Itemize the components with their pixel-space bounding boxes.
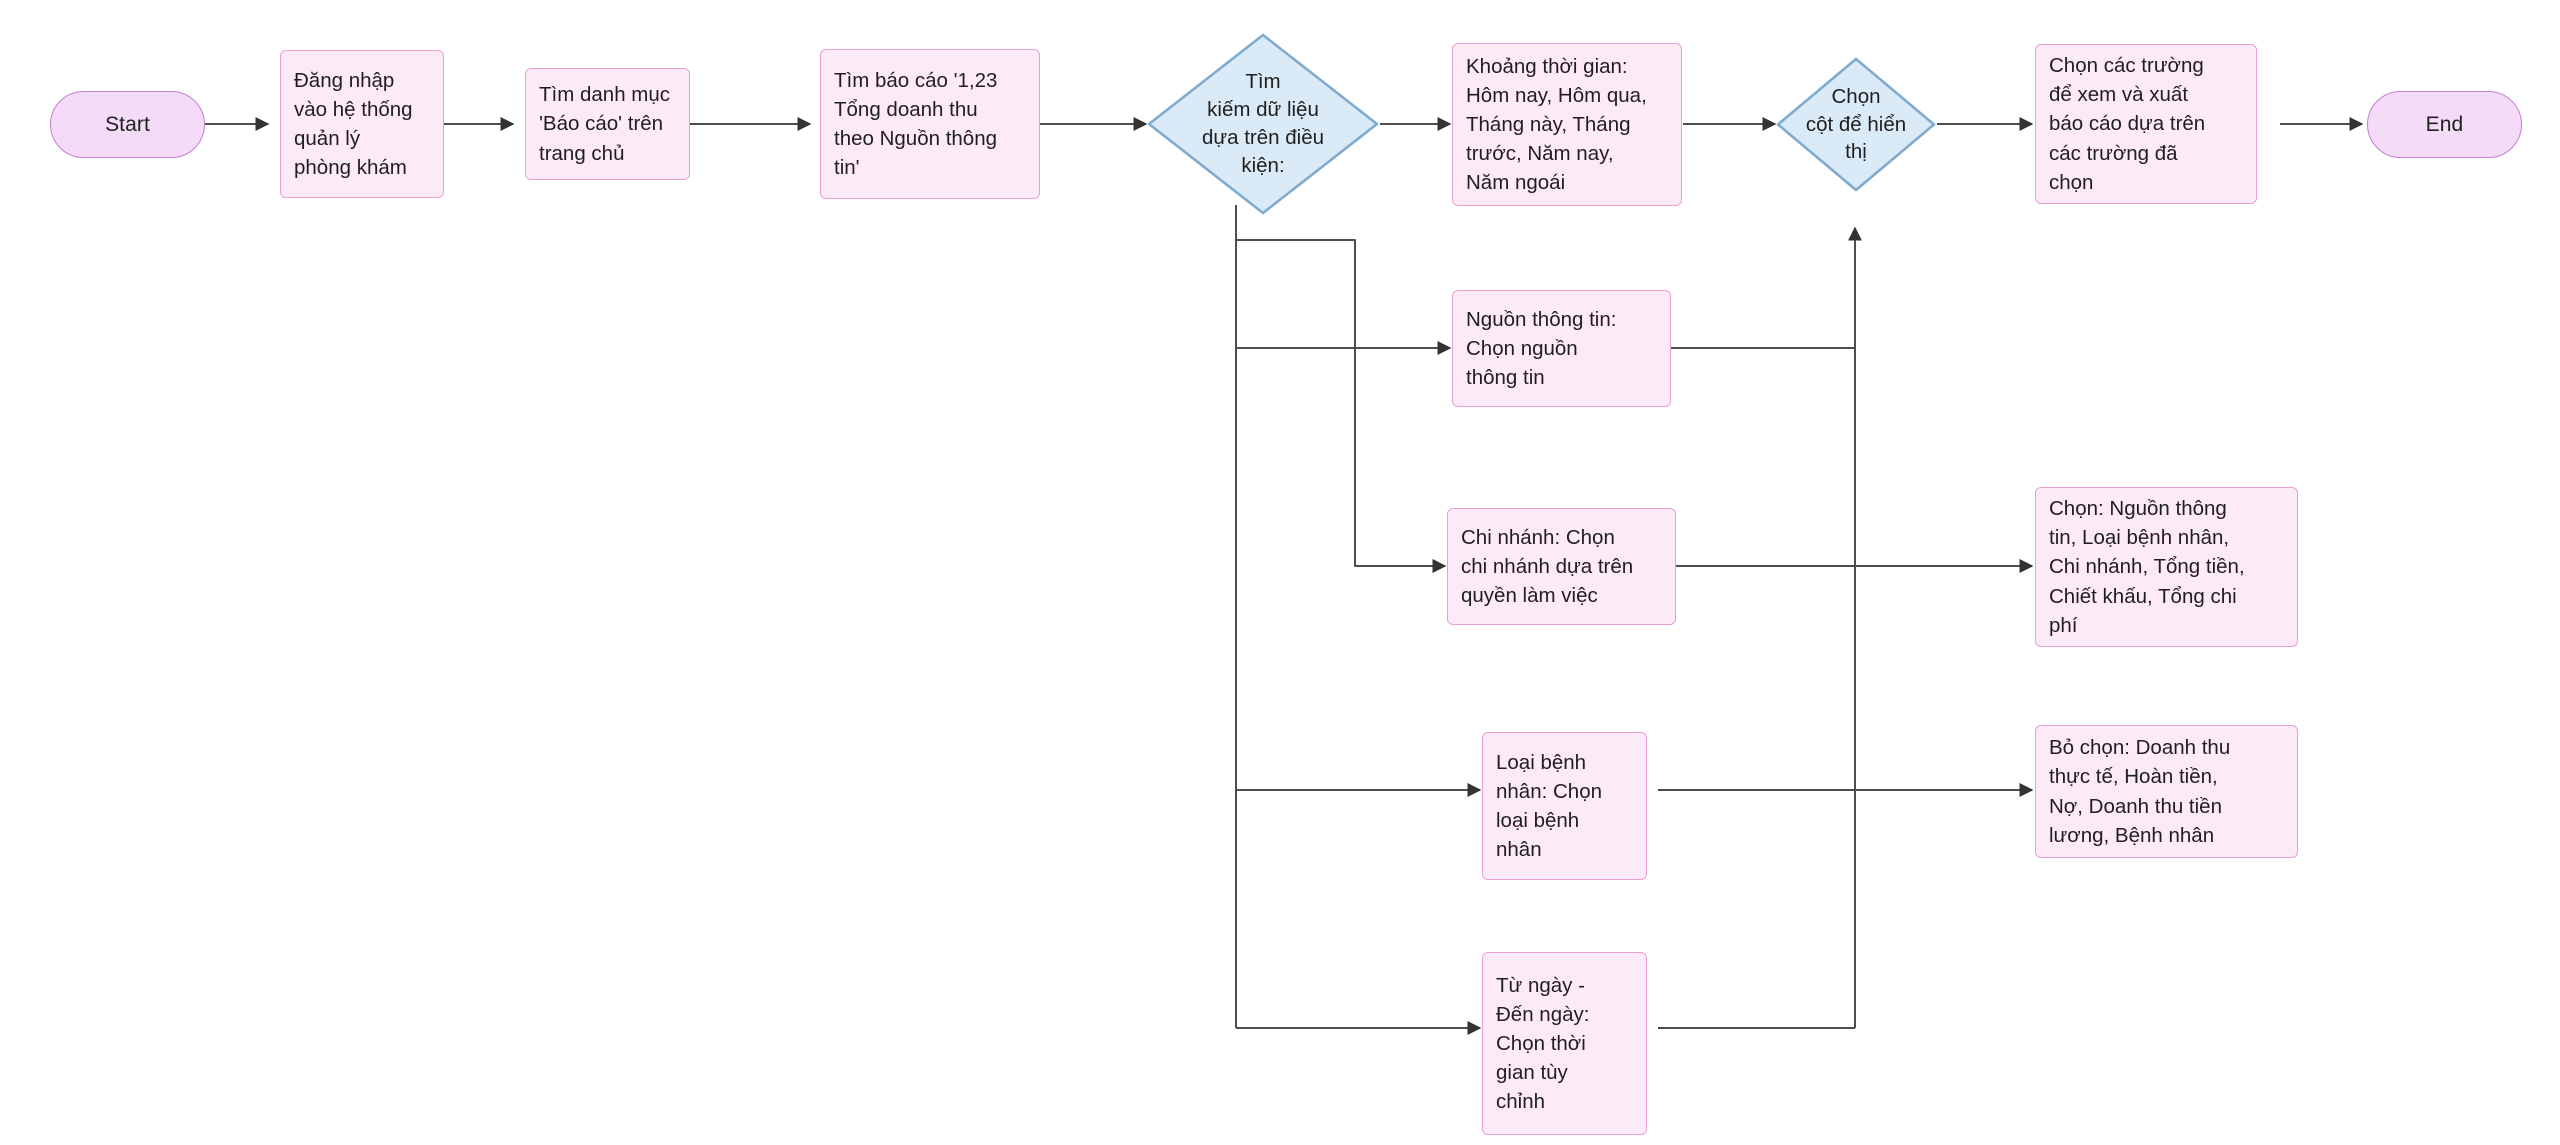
node-branch-label: Chi nhánh: Chọn chi nhánh dựa trên quyền…: [1461, 525, 1634, 608]
node-search-decision-label: Tìm kiếm dữ liệu dựa trên điều kiện:: [1202, 70, 1324, 177]
node-columns-select[interactable]: Chọn: Nguồn thông tin, Loại bệnh nhân, C…: [2035, 487, 2298, 647]
node-select-fields-label: Chọn các trường để xem và xuất báo cáo d…: [2049, 54, 2206, 194]
node-find-report-label: Tìm báo cáo '1,23 Tổng doanh thu theo Ng…: [834, 68, 998, 180]
node-find-report[interactable]: Tìm báo cáo '1,23 Tổng doanh thu theo Ng…: [820, 49, 1040, 199]
node-end-label: End: [2425, 112, 2464, 136]
node-patient-type-label: Loại bệnh nhân: Chọn loại bệnh nhân: [1496, 750, 1603, 862]
node-date-range[interactable]: Từ ngày - Đến ngày: Chọn thời gian tùy c…: [1482, 952, 1647, 1135]
node-columns-select-label: Chọn: Nguồn thông tin, Loại bệnh nhân, C…: [2049, 497, 2245, 637]
diamond-shape: [1147, 33, 1379, 215]
node-find-menu[interactable]: Tìm danh mục 'Báo cáo' trên trang chủ: [525, 68, 690, 180]
node-branch[interactable]: Chi nhánh: Chọn chi nhánh dựa trên quyền…: [1447, 508, 1676, 625]
node-columns-deselect-label: Bỏ chọn: Doanh thu thực tế, Hoàn tiền, N…: [2049, 736, 2231, 847]
node-column-decision[interactable]: Chọn cột để hiển thị: [1775, 56, 1937, 193]
node-time-range[interactable]: Khoảng thời gian: Hôm nay, Hôm qua, Thán…: [1452, 43, 1682, 206]
node-start-label: Start: [105, 112, 150, 136]
diamond-shape: [1776, 57, 1936, 192]
node-search-decision[interactable]: Tìm kiếm dữ liệu dựa trên điều kiện:: [1146, 32, 1380, 216]
node-date-range-label: Từ ngày - Đến ngày: Chọn thời gian tùy c…: [1496, 973, 1590, 1114]
node-patient-type[interactable]: Loại bệnh nhân: Chọn loại bệnh nhân: [1482, 732, 1647, 880]
node-end[interactable]: End: [2367, 91, 2522, 158]
node-time-range-label: Khoảng thời gian: Hôm nay, Hôm qua, Thán…: [1466, 54, 1647, 195]
node-select-fields[interactable]: Chọn các trường để xem và xuất báo cáo d…: [2035, 44, 2257, 204]
node-columns-deselect[interactable]: Bỏ chọn: Doanh thu thực tế, Hoàn tiền, N…: [2035, 725, 2298, 858]
edge-searchdecision-branch: [1236, 239, 1447, 573]
node-column-decision-label: Chọn cột để hiển thị: [1805, 84, 1907, 164]
node-info-source[interactable]: Nguồn thông tin: Chọn nguồn thông tin: [1452, 290, 1671, 407]
node-start[interactable]: Start: [50, 91, 205, 158]
node-login-label: Đăng nhập vào hệ thống quản lý phòng khá…: [294, 68, 413, 180]
node-login[interactable]: Đăng nhập vào hệ thống quản lý phòng khá…: [280, 50, 444, 198]
node-info-source-label: Nguồn thông tin: Chọn nguồn thông tin: [1466, 307, 1617, 390]
node-find-menu-label: Tìm danh mục 'Báo cáo' trên trang chủ: [539, 83, 671, 165]
